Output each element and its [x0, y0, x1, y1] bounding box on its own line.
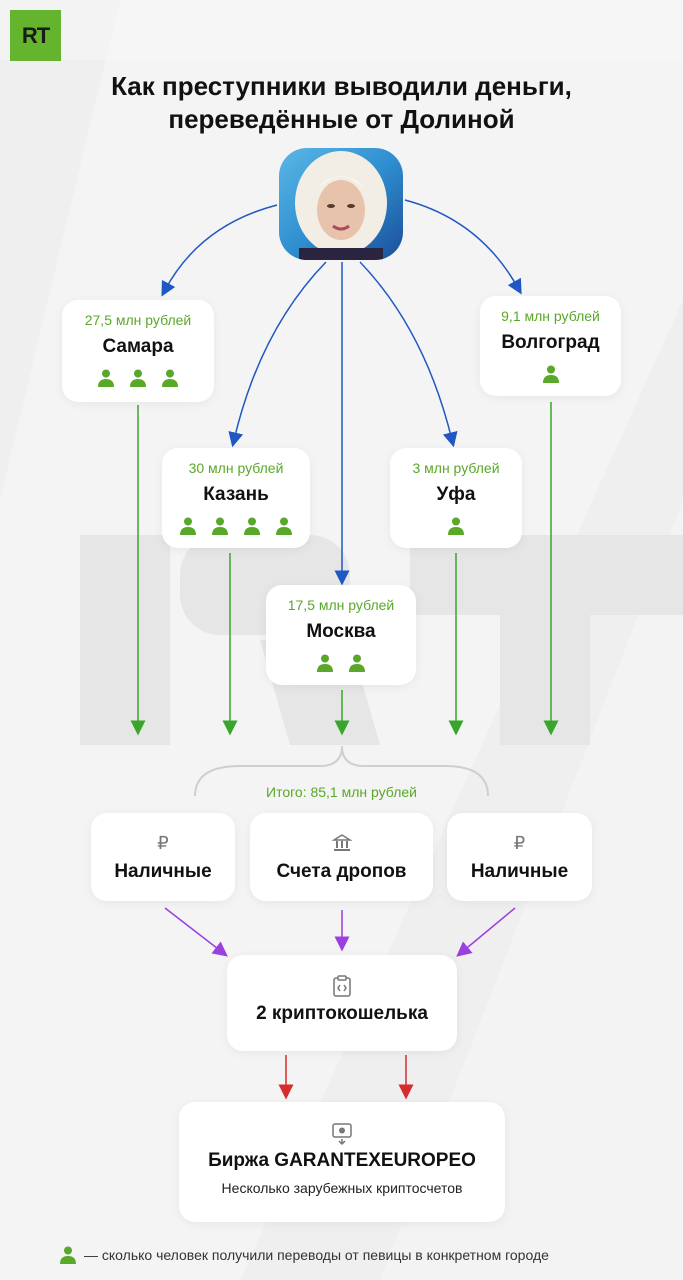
person-icon: [446, 516, 466, 536]
people-kazan: [162, 516, 310, 536]
bank-icon: [250, 833, 433, 855]
portrait-photo: [279, 148, 403, 260]
person-icon: [128, 368, 148, 388]
city-name-volgograd: Волгоград: [501, 332, 600, 353]
city-card-samara: 27,5 млн рублей Самара: [62, 300, 214, 402]
person-icon: [315, 653, 335, 673]
page-title: Как преступники выводили деньги, перевед…: [0, 70, 683, 136]
person-icon: [58, 1245, 78, 1265]
title-line-1: Как преступники выводили деньги,: [111, 71, 572, 101]
people-moscow: [266, 653, 416, 673]
person-icon: [347, 653, 367, 673]
ruble-icon: ₽: [513, 833, 526, 853]
method-label-cash-right: Наличные: [470, 861, 569, 882]
ruble-icon: ₽: [157, 833, 169, 853]
crypto-wallets-card: 2 криптокошелька: [227, 955, 457, 1051]
legend-text: — сколько человек получили переводы от п…: [84, 1247, 549, 1263]
city-name-moscow: Москва: [306, 621, 376, 642]
method-label-cash-left: Наличные: [114, 861, 212, 882]
city-card-ufa: 3 млн рублей Уфа: [390, 448, 522, 548]
method-card-cash-left: ₽ Наличные: [91, 813, 235, 901]
title-line-2: переведённые от Долиной: [168, 104, 515, 134]
city-name-samara: Самара: [102, 336, 174, 357]
exchange-title: Биржа GARANTEXEUROPEO: [208, 1150, 476, 1171]
clipboard-code-icon: [227, 975, 457, 997]
person-icon: [178, 516, 198, 536]
amount-samara: 27,5 млн рублей: [84, 312, 192, 328]
person-icon: [242, 516, 262, 536]
person-icon: [210, 516, 230, 536]
amount-kazan: 30 млн рублей: [188, 460, 284, 476]
city-card-volgograd: 9,1 млн рублей Волгоград: [480, 296, 621, 396]
person-icon: [541, 364, 561, 384]
rt-logo: RT: [10, 10, 61, 61]
method-card-drop-accounts: Счета дропов: [250, 813, 433, 901]
person-icon: [160, 368, 180, 388]
amount-moscow: 17,5 млн рублей: [287, 597, 395, 613]
amount-ufa: 3 млн рублей: [412, 460, 500, 476]
people-ufa: [390, 516, 522, 536]
city-name-kazan: Казань: [203, 484, 269, 505]
method-card-cash-right: ₽ Наличные: [447, 813, 592, 901]
people-samara: [62, 368, 214, 388]
legend: — сколько человек получили переводы от п…: [58, 1245, 549, 1265]
person-icon: [274, 516, 294, 536]
crypto-wallets-label: 2 криптокошелька: [256, 1003, 428, 1024]
amount-volgograd: 9,1 млн рублей: [501, 308, 600, 324]
method-label-drop-accounts: Счета дропов: [276, 861, 407, 882]
exchange-subtitle: Несколько зарубежных криптосчетов: [221, 1180, 463, 1196]
total-amount: Итого: 85,1 млн рублей: [266, 784, 417, 800]
city-card-moscow: 17,5 млн рублей Москва: [266, 585, 416, 685]
exchange-card: Биржа GARANTEXEUROPEO Несколько зарубежн…: [179, 1102, 505, 1222]
city-name-ufa: Уфа: [436, 484, 476, 505]
city-card-kazan: 30 млн рублей Казань: [162, 448, 310, 548]
monitor-cash-icon: [179, 1122, 505, 1146]
person-icon: [96, 368, 116, 388]
people-volgograd: [480, 364, 621, 384]
